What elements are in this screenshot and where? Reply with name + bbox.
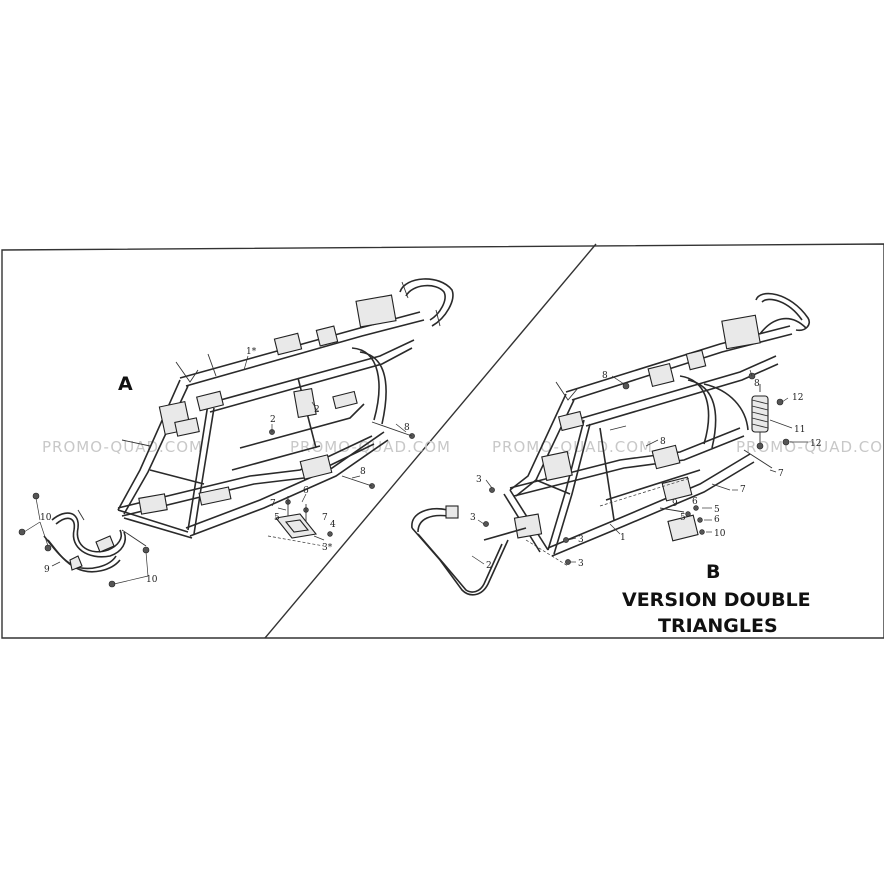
frame-a — [117, 278, 454, 539]
leaders-a — [23, 355, 407, 585]
leaders-b — [471, 369, 808, 565]
label-b-nut-6b: 6 — [692, 497, 698, 507]
label-a-nut-4: 4 — [330, 520, 336, 530]
label-a-bolt-7b: 7 — [322, 513, 328, 523]
label-b-bolt-10: 10 — [714, 529, 726, 539]
motor-mount-a — [267, 496, 333, 547]
label-b-bolt-8c: 8 — [660, 437, 666, 447]
label-a-bolt-7: 7 — [270, 499, 276, 509]
version-b-letter: B — [706, 561, 720, 583]
label-b-bracket-9: 9 — [672, 499, 678, 509]
front-bumper-a — [43, 509, 147, 573]
shock-absorber-b — [751, 384, 769, 450]
version-b-title-line2: TRIANGLES — [658, 615, 778, 637]
label-a-bolt-6: 6 — [303, 486, 309, 496]
label-b-bolt-3a: 3 — [476, 475, 482, 485]
front-bumper-b — [411, 505, 527, 596]
label-a-bolt-8: 8 — [404, 423, 410, 433]
label-b-washer-5b: 5 — [680, 513, 686, 523]
label-b-bolt-8b: 8 — [754, 379, 760, 389]
version-a-letter: A — [118, 373, 133, 395]
label-b-bumper: 2 — [486, 561, 492, 571]
label-a-washer-5: 5 — [274, 513, 280, 523]
hardware-a — [18, 421, 415, 588]
label-b-washer-5: 5 — [714, 505, 720, 515]
version-b-group: B VERSION DOUBLE TRIANGLES — [411, 292, 821, 637]
diagram-panel-border — [1, 243, 884, 639]
label-a-bumper: 9 — [44, 565, 50, 575]
version-b-title-line1: VERSION DOUBLE — [622, 589, 811, 611]
label-b-bolt-7: 7 — [778, 469, 784, 479]
watermark-right: PROMO-QUAD.COM — [736, 438, 884, 456]
section-divider — [264, 243, 597, 639]
watermark-center-left: PROMO-QUAD.COM — [290, 438, 451, 456]
label-b-shock-11: 11 — [794, 425, 805, 435]
frame-b — [503, 292, 811, 567]
label-a-mount-bracket: 3* — [322, 543, 333, 553]
hardware-b — [483, 372, 790, 565]
label-a-bolt-8b: 8 — [360, 467, 366, 477]
label-b-bolt-3d: 3 — [578, 559, 584, 569]
label-a-bolt-top: 2 — [270, 415, 276, 425]
label-b-bolt-3c: 3 — [578, 535, 584, 545]
label-b-nut-6: 6 — [714, 515, 720, 525]
label-b-bolt-7b: 7 — [740, 485, 746, 495]
version-a-group: A — [18, 278, 454, 588]
label-b-frame: 1 — [620, 533, 626, 543]
label-b-bolt-12: 12 — [792, 393, 803, 403]
label-a-bolt-mid: 2 — [314, 405, 320, 415]
label-a-bolt-10: 10 — [40, 513, 52, 523]
label-b-bolt-3b: 3 — [470, 513, 476, 523]
label-a-bolt-10b: 10 — [146, 575, 158, 585]
watermark-center-right: PROMO-QUAD.COM — [492, 438, 653, 456]
label-b-bolt-12b: 12 — [810, 439, 821, 449]
label-a-frame: 1* — [246, 347, 257, 357]
label-b-bolt-8: 8 — [602, 371, 608, 381]
watermark-left: PROMO-QUAD.COM — [42, 438, 203, 456]
